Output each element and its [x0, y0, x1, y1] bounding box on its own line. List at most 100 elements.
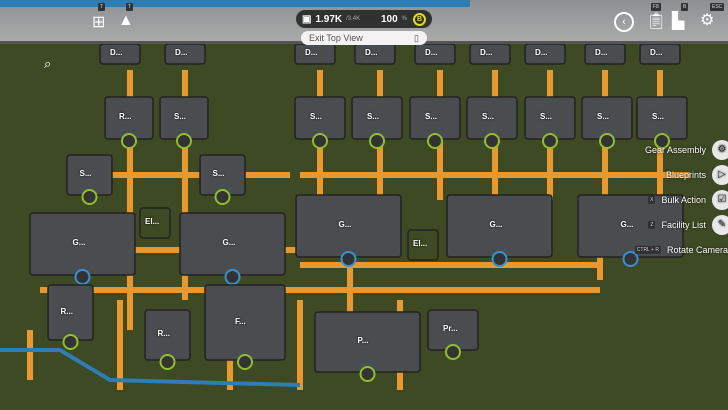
facility-label: El... [413, 239, 428, 248]
key-hint: B [681, 3, 689, 11]
facility-label: G... [489, 220, 503, 229]
facility-label: F... [235, 316, 246, 326]
menu-facility-list[interactable]: Z Facility List ✎ [600, 212, 728, 237]
menu-rotate-camera[interactable]: CTRL + R Rotate Camera [600, 237, 728, 262]
facility[interactable] [584, 43, 626, 65]
facility-label: D... [480, 48, 493, 57]
menu-label: Gear Assembly [644, 144, 706, 155]
facility[interactable] [407, 229, 439, 261]
facility-label: S... [367, 112, 380, 121]
status-ring [237, 354, 253, 370]
menu-label: Blueprints [665, 169, 706, 180]
water-pipe [0, 348, 301, 387]
facility[interactable] [414, 43, 456, 65]
facility-label: D... [175, 48, 188, 57]
key-hint: T [126, 3, 134, 11]
facility-label: D... [425, 48, 438, 57]
build-icon[interactable]: ▙ [672, 13, 685, 30]
facility[interactable] [164, 43, 206, 65]
side-menu: Gear Assembly⚙ Blueprints ▷ X Bulk Action ☑… [600, 137, 728, 262]
facility[interactable] [639, 43, 681, 65]
bulk-action-icon: ☑ [712, 189, 728, 210]
status-ring [340, 251, 357, 267]
facility-label: G... [72, 238, 86, 247]
menu-label: Rotate Camera [666, 244, 728, 255]
status-ring [214, 189, 231, 205]
menu-label: Bulk Action [661, 194, 706, 205]
status-ring [176, 133, 192, 149]
power-max: /3.4K [346, 16, 361, 22]
facility-label: S... [540, 112, 553, 121]
coin-icon: B [413, 12, 426, 26]
menu-bulk-action[interactable]: X Bulk Action ☑ [600, 187, 728, 212]
facility-label: G... [338, 220, 352, 229]
facility[interactable] [469, 43, 511, 65]
menu-blueprints[interactable]: Blueprints ▷ [600, 162, 728, 187]
status-ring [542, 133, 558, 149]
back-button[interactable]: ‹ [614, 12, 634, 32]
status-ring [224, 269, 241, 285]
menu-label: Facility List [661, 219, 706, 230]
status-ring [369, 133, 385, 149]
status-ring [159, 354, 176, 370]
facility-label: G... [222, 238, 236, 247]
status-ring [427, 133, 443, 149]
mouse-icon: ▯ [414, 32, 419, 43]
status-ring [491, 251, 508, 267]
key-hint: Z [648, 220, 656, 229]
status-ring [654, 133, 670, 149]
map-search-icon[interactable]: ⌕ [44, 56, 52, 71]
facility-label: S... [174, 112, 187, 121]
facility[interactable] [139, 207, 171, 239]
facility-label: D... [595, 48, 608, 57]
facility-label: R... [119, 112, 132, 121]
network-icon[interactable]: ⊞ [92, 14, 106, 31]
tower-icon[interactable]: ▲ [118, 12, 134, 29]
percent: 100 [380, 13, 398, 25]
status-ring [359, 366, 376, 382]
power-icon: ▣ [302, 13, 312, 25]
menu-gear-assembly[interactable]: Gear Assembly⚙ [600, 137, 728, 162]
clipboard-icon[interactable]: 📋︎ [646, 13, 667, 30]
facility-label: S... [425, 112, 438, 121]
key-hint: X [648, 195, 656, 204]
facility-label: D... [365, 48, 378, 57]
facility-label: G... [620, 220, 634, 229]
facility-label: El... [145, 217, 160, 226]
percent-unit: % [401, 16, 407, 22]
facility-label: R... [157, 329, 170, 338]
facility-label: R... [60, 306, 73, 316]
facility-label: D... [305, 48, 318, 57]
key-hint: CTRL + R [634, 245, 661, 254]
facility[interactable] [99, 43, 141, 65]
facility-label: S... [310, 112, 323, 121]
status-ring [622, 251, 639, 267]
exit-top-view-button[interactable]: Exit Top View ▯ [301, 31, 427, 45]
blueprint-icon: ▷ [712, 164, 728, 185]
wrench-icon: ✎ [712, 214, 728, 235]
status-ring [445, 344, 461, 360]
status-ring [484, 133, 500, 149]
status-ring [121, 133, 137, 149]
power-hud: ▣ 1.97K /3.4K 100 % B [296, 10, 432, 28]
facility-label: S... [652, 112, 665, 121]
status-ring [74, 269, 91, 285]
power-value: 1.97K [315, 13, 343, 25]
facility-label: S... [212, 169, 225, 178]
facility-label: Pr... [443, 324, 458, 333]
key-hint: ESC [710, 3, 725, 11]
facility[interactable] [524, 43, 566, 65]
facility-label: S... [482, 112, 495, 121]
facility-label: D... [110, 48, 123, 57]
key-hint: T [98, 3, 106, 11]
facility-label: S... [597, 112, 610, 121]
facility-label: D... [650, 48, 663, 57]
facility-label: P... [357, 336, 369, 345]
status-ring [81, 189, 98, 205]
facility-label: D... [535, 48, 548, 57]
key-hint: F8 [651, 3, 661, 11]
exit-label: Exit Top View [309, 33, 363, 43]
water-pipe [0, 0, 470, 7]
settings-gear-icon[interactable]: ⚙ [700, 12, 715, 29]
